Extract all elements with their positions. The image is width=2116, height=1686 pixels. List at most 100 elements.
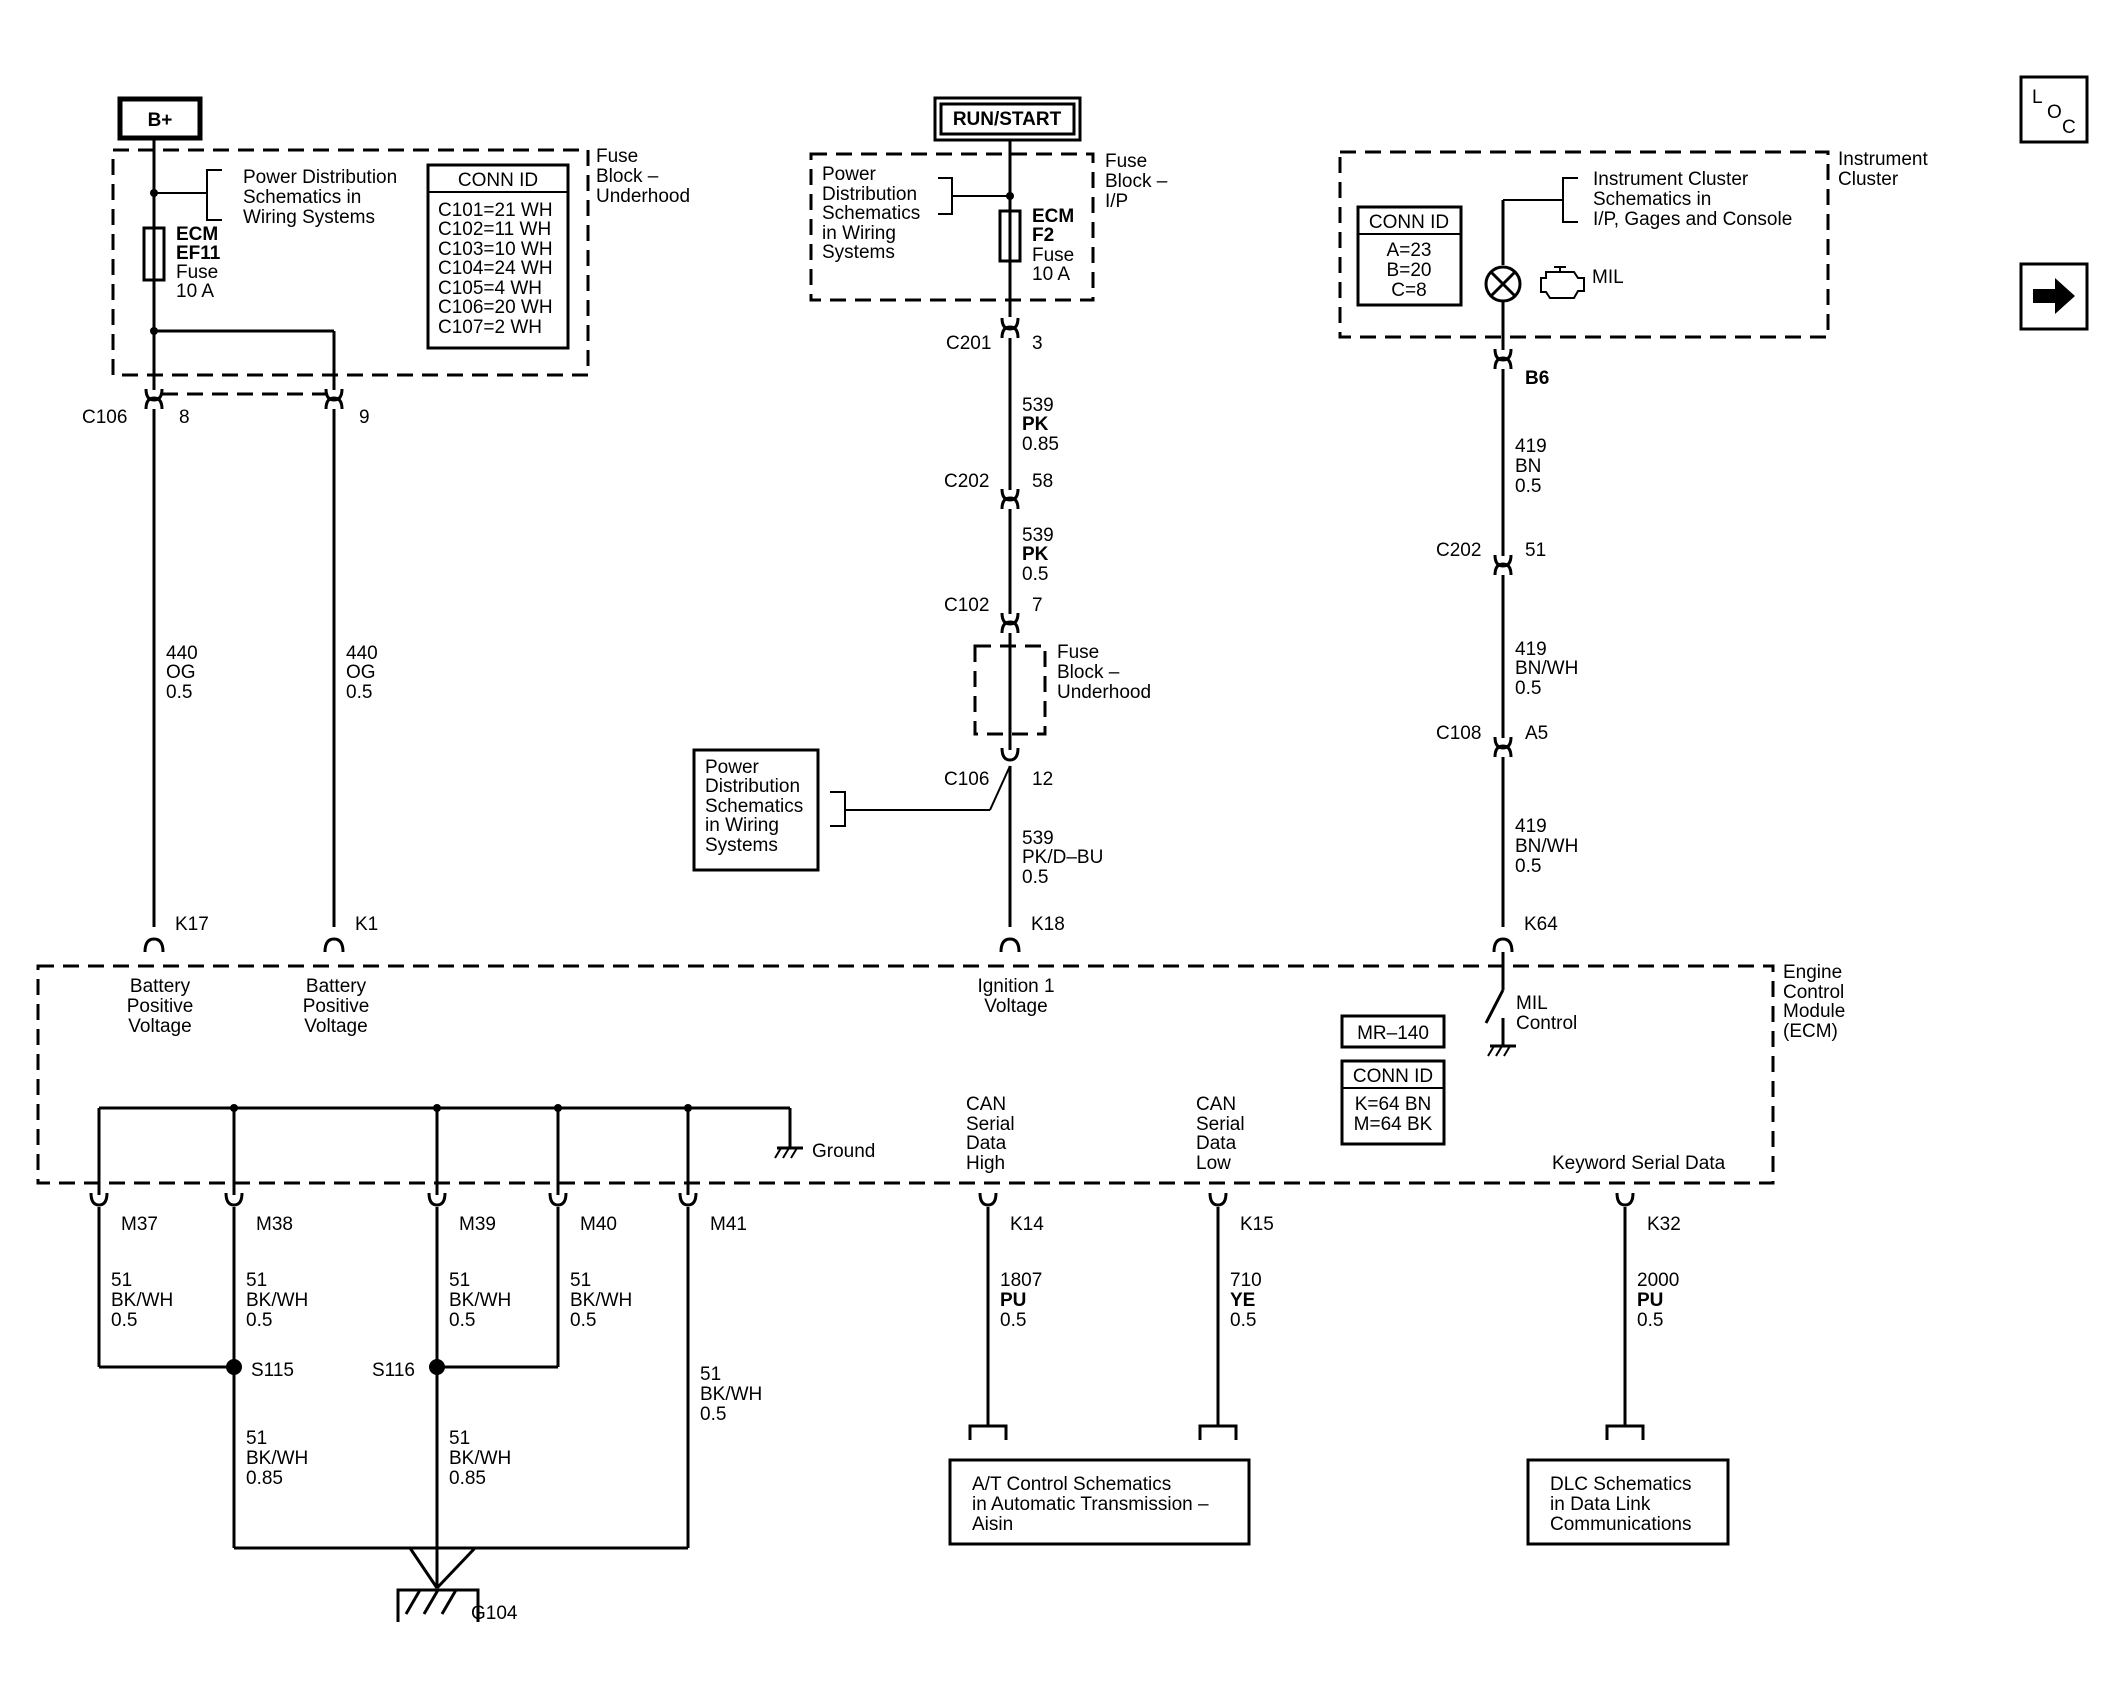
svg-text:Fuse: Fuse <box>1032 245 1074 266</box>
svg-text:Data: Data <box>966 1133 1007 1154</box>
fuse-block-underhood-center-label: Fuse Block – Underhood <box>1057 642 1151 703</box>
svg-text:C107=2 WH: C107=2 WH <box>438 317 542 338</box>
svg-text:Distribution: Distribution <box>822 184 917 205</box>
svg-text:L: L <box>2032 87 2043 108</box>
svg-text:CAN: CAN <box>966 1094 1006 1115</box>
svg-text:0.5: 0.5 <box>700 1404 726 1425</box>
svg-text:I/P: I/P <box>1105 191 1128 212</box>
wire-539-pk-085-label: 539 PK 0.85 <box>1022 395 1059 455</box>
instrument-cluster-ref: Instrument Cluster Schematics in I/P, Ga… <box>1593 169 1792 230</box>
svg-text:in Data Link: in Data Link <box>1550 1494 1651 1515</box>
svg-text:BK/WH: BK/WH <box>246 1290 308 1311</box>
ecm-outline <box>36 964 1775 1185</box>
svg-text:419: 419 <box>1515 639 1547 660</box>
svg-text:Aisin: Aisin <box>972 1514 1013 1535</box>
svg-text:Engine: Engine <box>1783 962 1842 983</box>
battery-positive-voltage-1: Battery Positive Voltage <box>127 976 194 1037</box>
svg-text:PU: PU <box>1637 1290 1663 1311</box>
g104-label: G104 <box>471 1603 518 1624</box>
ground-g104-symbol <box>396 1588 480 1622</box>
loc-icon[interactable]: L O C <box>2019 75 2089 144</box>
svg-text:Underhood: Underhood <box>596 186 690 207</box>
svg-text:C: C <box>2062 117 2076 138</box>
svg-text:Power: Power <box>705 757 760 778</box>
conn-id-table-ecm: CONN ID K=64 BN M=64 BK <box>1340 1059 1446 1146</box>
connector-k14 <box>978 1191 998 1207</box>
wire-419-bnwh-a-label: 419 BN/WH 0.5 <box>1515 639 1578 699</box>
battery-positive-voltage-2: Battery Positive Voltage <box>303 976 370 1037</box>
wire-s115-label: 51 BK/WH 0.85 <box>246 1428 308 1489</box>
c102-label: C102 <box>944 595 989 616</box>
wire-539-pk-05-label: 539 PK 0.5 <box>1022 525 1054 585</box>
svg-text:Ignition 1: Ignition 1 <box>977 976 1054 997</box>
mr-140-box: MR–140 <box>1340 1014 1446 1049</box>
svg-text:51: 51 <box>449 1270 470 1291</box>
svg-text:Systems: Systems <box>822 242 895 263</box>
svg-text:440: 440 <box>166 643 198 664</box>
fuse-ef11-label: ECM EF11 Fuse 10 A <box>176 224 221 302</box>
svg-text:Instrument: Instrument <box>1838 149 1928 170</box>
svg-text:A/T Control Schematics: A/T Control Schematics <box>972 1474 1171 1495</box>
svg-text:BK/WH: BK/WH <box>449 1448 511 1469</box>
at-control-schematics-ref[interactable]: A/T Control Schematics in Automatic Tran… <box>948 1458 1251 1546</box>
svg-text:0.5: 0.5 <box>1637 1310 1663 1331</box>
svg-text:B=20: B=20 <box>1387 260 1432 281</box>
engine-icon <box>1540 266 1585 299</box>
s116-label: S116 <box>372 1360 415 1381</box>
svg-text:Schematics: Schematics <box>705 796 803 817</box>
k1-label: K1 <box>355 914 378 935</box>
svg-text:51: 51 <box>449 1428 470 1449</box>
svg-text:in Automatic Transmission –: in Automatic Transmission – <box>972 1494 1209 1515</box>
svg-text:51: 51 <box>111 1270 132 1291</box>
svg-text:419: 419 <box>1515 816 1547 837</box>
k14-label: K14 <box>1010 1214 1044 1235</box>
svg-text:Power: Power <box>822 164 877 185</box>
k18-label: K18 <box>1031 914 1065 935</box>
svg-text:M=64 BK: M=64 BK <box>1354 1114 1433 1135</box>
connector-k15 <box>1208 1191 1228 1207</box>
svg-text:DLC Schematics: DLC Schematics <box>1550 1474 1692 1495</box>
c202-center-label: C202 <box>944 471 989 492</box>
mil-label: MIL <box>1592 267 1624 288</box>
svg-text:Low: Low <box>1196 1153 1231 1174</box>
c201-label: C201 <box>946 333 991 354</box>
svg-text:CONN ID: CONN ID <box>458 170 538 191</box>
c201-pin-label: 3 <box>1032 333 1043 354</box>
svg-text:51: 51 <box>570 1270 591 1291</box>
svg-text:Fuse: Fuse <box>1105 151 1147 172</box>
svg-text:in Wiring: in Wiring <box>705 815 779 836</box>
svg-text:Distribution: Distribution <box>705 776 800 797</box>
s115-label: S115 <box>251 1360 294 1381</box>
svg-text:CONN ID: CONN ID <box>1353 1066 1433 1087</box>
svg-text:10 A: 10 A <box>1032 264 1070 285</box>
svg-text:O: O <box>2047 102 2062 123</box>
svg-text:0.5: 0.5 <box>449 1310 475 1331</box>
connector-b6 <box>1493 347 1513 371</box>
fuse-block-ip-outline <box>809 152 1095 302</box>
svg-text:Voltage: Voltage <box>984 996 1047 1017</box>
svg-text:539: 539 <box>1022 395 1054 416</box>
dlc-schematics-ref[interactable]: DLC Schematics in Data Link Communicatio… <box>1526 1458 1730 1546</box>
svg-text:C=8: C=8 <box>1391 280 1426 301</box>
connector-k32 <box>1615 1191 1635 1207</box>
power-distribution-ref-left: Power Distribution Schematics in Wiring … <box>243 167 397 228</box>
instrument-cluster-label: Instrument Cluster <box>1838 149 1928 190</box>
svg-text:0.5: 0.5 <box>1000 1310 1026 1331</box>
svg-text:BK/WH: BK/WH <box>449 1290 511 1311</box>
wire-k32-label: 2000 PU 0.5 <box>1637 1270 1679 1331</box>
wire-419-bn-label: 419 BN 0.5 <box>1515 436 1547 497</box>
svg-text:Systems: Systems <box>705 835 778 856</box>
k32-label: K32 <box>1647 1214 1681 1235</box>
arrow-right-icon[interactable] <box>2019 262 2089 331</box>
power-distribution-ref-ip: Power Distribution Schematics in Wiring … <box>822 164 920 263</box>
svg-text:BK/WH: BK/WH <box>246 1448 308 1469</box>
c106-center-pin-label: 12 <box>1032 769 1053 790</box>
svg-text:PK: PK <box>1022 544 1049 565</box>
connector-c106-pin8 <box>144 387 164 411</box>
svg-text:Block –: Block – <box>1057 662 1120 683</box>
ecm-internal-ground-symbol <box>774 1146 803 1159</box>
svg-text:ECM: ECM <box>176 224 218 245</box>
bplus-label: B+ <box>148 110 173 131</box>
c108-pin-label: A5 <box>1525 723 1548 744</box>
